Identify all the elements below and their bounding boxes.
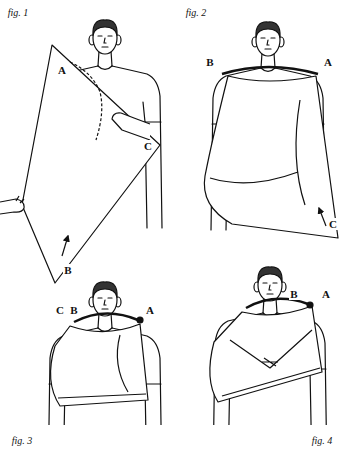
corner-letter: A	[145, 304, 155, 316]
fingers	[16, 196, 24, 203]
man-figure	[48, 282, 162, 425]
fold-line	[296, 100, 305, 205]
helper-hand	[0, 199, 24, 214]
corner-letter: A	[323, 56, 333, 68]
corner-letter: C	[328, 218, 338, 230]
arm-sling	[51, 324, 148, 406]
knot	[137, 317, 143, 323]
fold-line	[117, 335, 128, 392]
corner-letter: B	[63, 264, 72, 276]
figure-number: fig. 3	[12, 435, 33, 446]
direction-arrow	[62, 236, 68, 256]
neck-band	[222, 67, 318, 74]
triangular-bandage	[204, 76, 338, 238]
fold-line	[230, 330, 312, 368]
corner-letter: C	[143, 140, 153, 152]
forearm	[210, 172, 298, 183]
figure-four-sling	[210, 299, 322, 402]
hidden-edge	[70, 62, 102, 140]
figure-two-sling	[204, 67, 338, 238]
corner-letter: B	[289, 288, 298, 300]
triangular-bandage	[22, 45, 160, 283]
figure-three	[48, 282, 162, 425]
figure-number: fig. 4	[312, 435, 333, 446]
figure-three-sling	[51, 313, 148, 406]
neck-band	[246, 299, 308, 308]
forearm	[222, 368, 320, 396]
figure-one-sling	[0, 45, 160, 283]
direction-arrow	[319, 208, 326, 226]
figure-number: fig. 2	[186, 7, 207, 18]
figure-number: fig. 1	[8, 7, 29, 18]
forearm	[58, 394, 146, 398]
knot	[307, 302, 313, 308]
corner-letter: B	[69, 304, 78, 316]
corner-letter: B	[205, 56, 214, 68]
corner-letter: C	[55, 304, 65, 316]
arm-sling	[210, 306, 322, 402]
safety-pin	[262, 358, 278, 366]
hand	[112, 113, 150, 140]
neck-band	[74, 313, 138, 322]
corner-letter: A	[321, 288, 331, 300]
corner-letter: A	[57, 64, 67, 76]
